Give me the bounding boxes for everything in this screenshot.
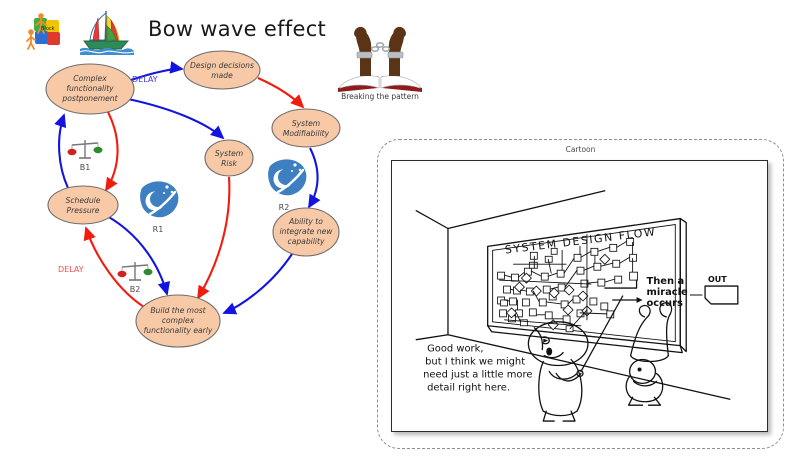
balance-scale-icon <box>67 140 103 159</box>
cartoon-panel-label: Cartoon <box>565 145 596 154</box>
node-label-line: Design decisions <box>190 61 254 70</box>
breaking-chains-book-clipart <box>338 26 422 92</box>
node-label-line: Pressure <box>67 206 100 215</box>
node-build-the-most-complex-functionality-early[interactable]: Build the most complex functionality ear… <box>135 294 221 348</box>
node-ability-to-integrate-new-capability[interactable]: Ability to integrate new capability <box>272 207 340 257</box>
node-schedule-pressure[interactable]: Schedule Pressure <box>47 185 119 225</box>
edge-postponement-to-design-decisions <box>130 61 184 81</box>
edge-schedule-pressure-to-build-early <box>106 215 171 296</box>
loop-marker-b2-label: B2 <box>130 285 141 294</box>
edge-build-early-to-schedule-pressure <box>83 226 145 308</box>
causal-loop-diagram: Complex functionality postponement Desig… <box>45 50 341 348</box>
node-label-line: functionality early <box>144 326 213 335</box>
page-title: Bow wave effect <box>148 17 327 41</box>
blackboard-title: SYSTEM DESIGN FLOW <box>504 225 657 256</box>
node-complex-functionality-postponement[interactable]: Complex functionality postponement <box>45 63 135 115</box>
node-label-line: Complex <box>73 74 107 83</box>
miracle-text-line: Then a <box>647 276 685 287</box>
node-label-line: complex <box>162 316 195 325</box>
node-label-line: integrate new <box>280 227 334 236</box>
cartoon-character-speaker <box>527 321 589 422</box>
balance-scale-icon <box>117 262 153 281</box>
node-design-decisions-made[interactable]: Design decisions made <box>183 50 261 90</box>
edge-modifiability-to-ability <box>308 147 321 209</box>
node-label-line: made <box>211 71 233 80</box>
cartoon-caption-line: detail right here. <box>427 382 510 393</box>
node-label-line: Risk <box>221 159 237 168</box>
loop-marker-r2-label: R2 <box>279 203 290 212</box>
edge-label-delay-bottom: DELAY <box>58 265 84 274</box>
puzzle-people-clipart: Block <box>26 13 60 50</box>
cartoon-caption-line: but I think we might <box>425 356 525 367</box>
cartoon-panel: Cartoon SYSTEM DESIGN FLOW <box>377 139 784 449</box>
swirl-wave-icon <box>268 159 307 196</box>
loop-marker-r1-label: R1 <box>153 225 164 234</box>
edge-postponement-to-schedule-pressure <box>104 111 119 192</box>
cartoon-caption-line: need just a little more <box>423 369 532 380</box>
edge-ability-to-build-early <box>222 253 293 315</box>
node-label-line: Build the most <box>150 306 206 315</box>
edge-postponement-to-system-risk <box>127 97 225 140</box>
cartoon-character-listener <box>625 302 673 406</box>
out-label: OUT <box>708 275 727 284</box>
loop-marker-b1-label: B1 <box>80 163 91 172</box>
svg-text:Block: Block <box>41 26 55 32</box>
node-system-risk[interactable]: System Risk <box>204 139 254 177</box>
node-label-line: Schedule <box>66 196 101 205</box>
node-label-line: postponement <box>61 94 118 103</box>
edge-design-decisions-to-modifiability <box>257 77 305 109</box>
node-system-modifiability[interactable]: System Modifiability <box>271 108 341 148</box>
node-label-line: functionality <box>66 84 114 93</box>
edge-label-delay-top: DELAY <box>132 75 158 84</box>
node-label-line: Ability to <box>288 217 323 226</box>
breaking-pattern-caption: Breaking the pattern <box>341 92 419 101</box>
node-label-line: System <box>215 149 243 158</box>
sailboat-clipart <box>79 11 135 55</box>
cartoon-illustration: SYSTEM DESIGN FLOW <box>415 190 739 422</box>
swirl-wave-icon <box>140 181 179 218</box>
edge-schedule-pressure-to-postponement <box>54 113 69 189</box>
cartoon-image-frame: SYSTEM DESIGN FLOW <box>391 160 768 432</box>
node-label-line: capability <box>288 237 325 246</box>
cartoon-caption-line: Good work, <box>427 344 483 355</box>
node-label-line: Modifiability <box>283 129 330 138</box>
node-label-line: System <box>292 119 320 128</box>
edge-system-risk-to-build-early <box>197 176 231 300</box>
miracle-text-line: miracle <box>647 287 689 298</box>
